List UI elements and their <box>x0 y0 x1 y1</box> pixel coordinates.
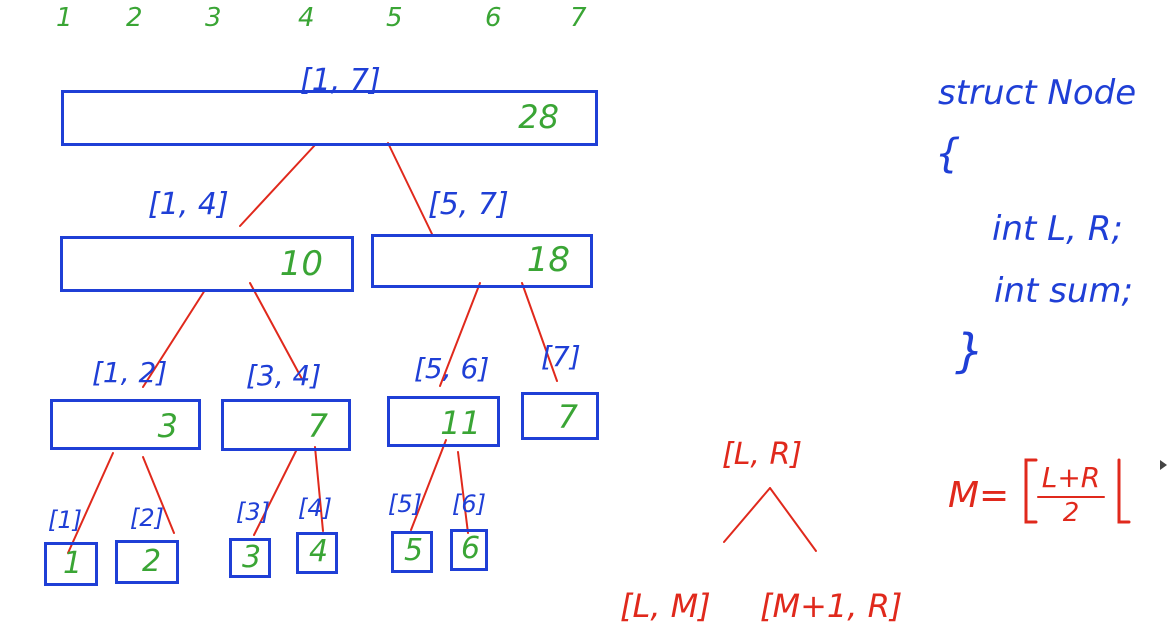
node-1-7: 28 <box>61 90 598 146</box>
node-3-4: 7 <box>221 399 351 451</box>
edge-1-2-left <box>67 452 114 554</box>
edge-1-2-right <box>142 456 175 534</box>
formula-lhs: M= <box>948 475 1010 516</box>
range-label-1-4: [1, 4] <box>148 187 229 222</box>
node-sum: 18 <box>526 240 570 280</box>
range-label-5-7: [5, 7] <box>428 187 509 222</box>
edge-5-6-right <box>457 451 469 534</box>
leaf-node-3: 3 <box>229 538 271 578</box>
code-line-open-brace: { <box>935 131 961 177</box>
node-sum: 2 <box>142 544 162 579</box>
node-sum: 3 <box>242 540 262 575</box>
index-6: 6 <box>485 3 502 33</box>
edge-root-left <box>239 144 316 227</box>
leaf-node-4: 4 <box>296 532 338 574</box>
leaf-node-1: 1 <box>44 542 98 586</box>
node-sum: 10 <box>279 244 323 284</box>
code-line-int-lr: int L, R; <box>992 209 1123 249</box>
node-sum: 28 <box>518 98 559 136</box>
node-sum: 3 <box>157 407 178 445</box>
index-2: 2 <box>126 3 143 33</box>
range-label-7: [7] <box>541 340 581 373</box>
node-sum: 5 <box>404 533 424 568</box>
split-edge-left <box>723 487 771 543</box>
split-right-child-label: [M+1, R] <box>760 587 903 625</box>
code-line-close-brace: } <box>955 324 985 378</box>
range-label-3-4: [3, 4] <box>246 359 322 392</box>
node-sum: 1 <box>63 546 83 581</box>
node-sum: 7 <box>557 398 578 436</box>
index-4: 4 <box>298 3 315 33</box>
split-left-child-label: [L, M] <box>620 587 711 625</box>
index-5: 5 <box>386 3 403 33</box>
range-label-1-2: [1, 2] <box>92 356 168 389</box>
edge-5-6-left <box>410 439 447 531</box>
mouse-cursor-icon <box>1160 460 1167 470</box>
node-5-6: 11 <box>387 396 500 447</box>
node-sum: 7 <box>307 407 328 445</box>
node-7: 7 <box>521 392 599 440</box>
node-sum: 4 <box>309 534 329 569</box>
floor-bracket-right <box>1117 458 1131 524</box>
floor-bracket-left <box>1024 458 1038 524</box>
range-label-leaf-2: [2] <box>130 504 164 532</box>
edge-3-4-right <box>314 446 324 532</box>
range-label-leaf-1: [1] <box>48 506 82 534</box>
split-parent-label: [L, R] <box>722 437 803 472</box>
code-line-struct: struct Node <box>938 73 1137 113</box>
range-label-leaf-4: [4] <box>298 494 332 522</box>
leaf-node-2: 2 <box>115 540 179 584</box>
leaf-node-5: 5 <box>391 531 433 573</box>
edge-root-right <box>387 142 433 235</box>
range-label-5-6: [5, 6] <box>414 352 490 385</box>
edge-1-4-left <box>142 289 206 388</box>
node-1-4: 10 <box>60 236 354 292</box>
node-sum: 11 <box>440 404 481 442</box>
formula-denominator: 2 <box>1062 498 1080 528</box>
range-label-leaf-3: [3] <box>236 498 270 526</box>
range-label-leaf-6: [6] <box>452 490 486 518</box>
range-label-leaf-5: [5] <box>388 490 422 518</box>
edge-5-7-right <box>521 282 558 382</box>
edge-3-4-left <box>253 448 298 536</box>
code-line-int-sum: int sum; <box>994 271 1133 311</box>
node-sum: 6 <box>461 531 481 566</box>
leaf-node-6: 6 <box>450 529 488 571</box>
index-1: 1 <box>56 3 73 33</box>
edge-1-4-right <box>249 282 303 380</box>
formula-numerator: L+R <box>1041 461 1101 494</box>
node-5-7: 18 <box>371 234 593 288</box>
node-1-2: 3 <box>50 399 201 450</box>
index-3: 3 <box>205 3 222 33</box>
edge-5-7-left <box>439 282 481 387</box>
index-7: 7 <box>570 3 587 33</box>
split-edge-right <box>769 487 817 552</box>
